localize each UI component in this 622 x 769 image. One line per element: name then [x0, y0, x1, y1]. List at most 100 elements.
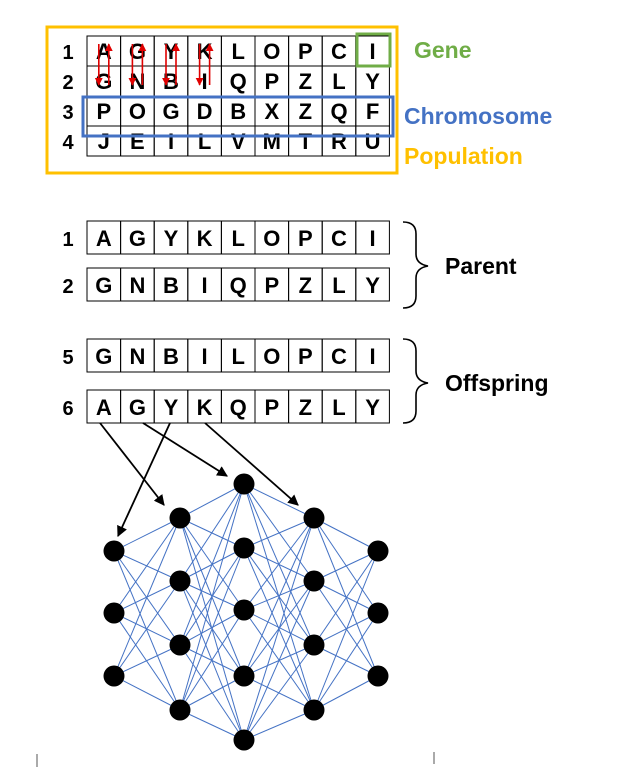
- grid-row-number: 1: [62, 42, 73, 64]
- grid-cell-letter: F: [366, 99, 379, 124]
- population-box: [45, 25, 399, 175]
- network-edge: [243, 644, 315, 741]
- network-node: [367, 540, 389, 562]
- grid-cell-letter: Y: [365, 69, 380, 94]
- grid-cell-letter: Q: [330, 99, 347, 124]
- network-edge: [243, 709, 315, 741]
- grid-cell-letter: D: [197, 99, 213, 124]
- chromosome-cell-letter: P: [264, 395, 279, 420]
- chromosome-cell: [355, 389, 390, 424]
- chromosome-cell-letter: Q: [230, 273, 247, 298]
- grid-cell-letter: L: [231, 39, 244, 64]
- grid-cell-letter: Z: [299, 69, 312, 94]
- network-nodes: [103, 473, 389, 751]
- chromosome-cell: [355, 220, 390, 255]
- grid-cell-letter: P: [264, 69, 279, 94]
- grid-cell-letter: O: [263, 39, 280, 64]
- grid-cell-letter: R: [331, 129, 347, 154]
- network-edge: [179, 483, 245, 646]
- network-node: [233, 665, 255, 687]
- network-edge: [179, 483, 245, 711]
- grid-row-number: 4: [62, 132, 74, 154]
- chromosome-cell-letter: G: [95, 273, 112, 298]
- chromosome-cell-letter: K: [197, 226, 213, 251]
- chromosome-cell-letter: L: [231, 344, 244, 369]
- network-node: [303, 634, 325, 656]
- grid-cell-letter: G: [129, 39, 146, 64]
- network-edge: [313, 675, 379, 711]
- chromosome-row-number: 6: [62, 398, 73, 420]
- network-edge: [243, 580, 315, 741]
- chromosome-cell-letter: N: [129, 344, 145, 369]
- chromosome-cell-letter: C: [331, 226, 347, 251]
- grid-cell-letter: L: [198, 129, 211, 154]
- network-edge: [179, 675, 245, 711]
- population-label: Population: [404, 143, 523, 169]
- gene-mapping-arrow: [142, 422, 228, 477]
- chromosome-cell-letter: Y: [365, 273, 380, 298]
- network-edge: [313, 612, 379, 711]
- chromosome-cell-letter: Y: [365, 395, 380, 420]
- grid-cell-letter: U: [365, 129, 381, 154]
- network-edge: [243, 517, 315, 549]
- grid-cell-letter: O: [129, 99, 146, 124]
- network-edge: [179, 609, 245, 711]
- network-edge: [179, 709, 245, 741]
- swap-arrows: [94, 43, 214, 86]
- grid-cell-letter: N: [129, 69, 145, 94]
- grid-cell-letter: M: [263, 129, 281, 154]
- grid-cell-letter: C: [331, 39, 347, 64]
- grid-row-number: 2: [62, 72, 73, 94]
- network-node: [233, 599, 255, 621]
- chromosome-cell-letter: Q: [230, 395, 247, 420]
- parent-brace: [402, 221, 429, 309]
- chromosome-cell-letter: Z: [299, 395, 312, 420]
- chromosome-cell-letter: G: [95, 344, 112, 369]
- gene-mapping-arrow: [117, 422, 171, 537]
- grid-cell-letter: I: [202, 69, 208, 94]
- chromosome-cell-letter: Y: [164, 226, 179, 251]
- network-edge: [243, 483, 315, 519]
- grid-cell-letter: G: [95, 69, 112, 94]
- network-node: [169, 570, 191, 592]
- network-edge: [113, 550, 181, 711]
- chromosome-cell-letter: Y: [164, 395, 179, 420]
- gene-to-weight-arrows: [99, 422, 299, 537]
- network-edge: [113, 517, 181, 552]
- network-node: [233, 537, 255, 559]
- grid-cell: [355, 125, 390, 157]
- chromosome-cell-letter: I: [370, 344, 376, 369]
- network-edge: [313, 517, 379, 552]
- chromosome-cell-letter: G: [129, 226, 146, 251]
- network-edge: [313, 644, 379, 677]
- network-edge: [179, 547, 245, 711]
- grid-cell-letter: I: [370, 39, 376, 64]
- network-edge: [243, 580, 315, 611]
- grid-cell-letter: B: [230, 99, 246, 124]
- network-node: [367, 665, 389, 687]
- grid-cell-letter: P: [96, 99, 111, 124]
- network-edge: [243, 517, 315, 611]
- grid-cell-letter: X: [264, 99, 279, 124]
- network-edge: [313, 550, 379, 646]
- offspring-brace: [402, 338, 429, 424]
- network-edges: [113, 483, 379, 741]
- network-edge: [113, 517, 181, 677]
- network-node: [233, 473, 255, 495]
- network-edge: [113, 517, 181, 614]
- chromosome-cell-letter: O: [263, 344, 280, 369]
- network-edge: [243, 517, 315, 677]
- parent-label: Parent: [445, 253, 517, 279]
- chromosome-row-number: 1: [62, 229, 73, 251]
- grid-cell-letter: Z: [299, 99, 312, 124]
- gene-mapping-arrow: [204, 422, 299, 506]
- chromosome-cell-letter: B: [163, 344, 179, 369]
- chromosome-cell-letter: K: [197, 395, 213, 420]
- offspring-label: Offspring: [445, 370, 549, 396]
- chromosome-cell-letter: O: [263, 226, 280, 251]
- network-edge: [113, 612, 181, 711]
- chromosome-cell-letter: I: [202, 344, 208, 369]
- network-node: [169, 634, 191, 656]
- network-node: [103, 665, 125, 687]
